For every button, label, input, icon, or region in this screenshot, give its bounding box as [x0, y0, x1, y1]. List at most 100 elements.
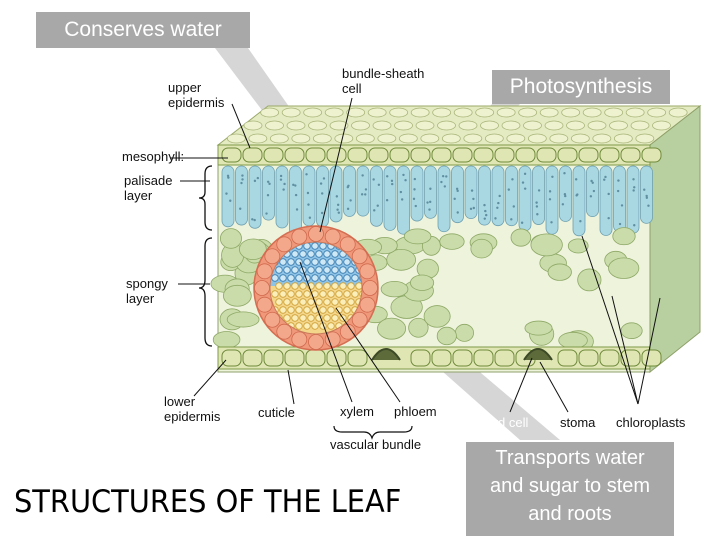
phloem-cell: [307, 298, 315, 306]
phloem-cell: [327, 322, 335, 330]
top-cell: [527, 133, 547, 144]
phloem-cell: [279, 306, 287, 314]
label-palisade: palisade: [124, 173, 173, 188]
phloem-cell: [323, 314, 331, 322]
spongy-cell: [377, 317, 407, 340]
palisade-cell: [464, 165, 478, 220]
leaf-side-face: [649, 104, 701, 374]
spongy-cell: [408, 317, 429, 338]
palisade-chloroplast: [440, 180, 443, 184]
phloem-cell: [327, 306, 335, 314]
label-bundle-sheath-cell: cell: [342, 81, 362, 96]
upper-epidermis-cell: [620, 147, 641, 163]
upper-epidermis-cell: [263, 147, 284, 163]
upper-epidermis-cells: [221, 147, 662, 163]
upper-epidermis-cell: [452, 147, 473, 163]
label-lower: lower: [164, 394, 196, 409]
palisade-chloroplast: [574, 178, 578, 181]
lower-epidermis-cell: [221, 349, 242, 367]
lower-epidermis-cells: [221, 349, 662, 367]
spongy-cell: [223, 284, 252, 307]
sheath-cell: [256, 296, 273, 313]
upper-epidermis-cell: [578, 147, 599, 163]
xylem-cell: [287, 274, 295, 282]
palisade-chloroplast: [618, 222, 622, 226]
xylem-cell: [335, 274, 343, 282]
label-vascular-bundle: vascular bundle: [330, 437, 422, 452]
label-stoma: stoma: [560, 415, 596, 430]
xylem-cell: [323, 250, 331, 258]
xylem-cell: [339, 266, 347, 274]
sheath-cell: [291, 331, 308, 348]
palisade-cell: [397, 165, 410, 235]
top-cell: [630, 120, 650, 131]
palisade-chloroplast: [551, 175, 554, 178]
xylem-cell: [315, 250, 323, 258]
top-cell: [269, 133, 289, 144]
spongy-cell: [547, 263, 572, 281]
upper-epidermis-cell: [368, 147, 389, 163]
palisade-chloroplast: [377, 183, 381, 186]
phloem-cell: [351, 290, 359, 298]
palisade-chloroplast: [265, 212, 268, 215]
phloem-cell: [303, 322, 311, 330]
palisade-chloroplast: [266, 194, 270, 197]
palisade-chloroplast: [335, 195, 339, 198]
upper-epidermis-cell: [536, 147, 557, 163]
palisade-cell: [613, 165, 626, 233]
palisade-chloroplast: [241, 178, 244, 181]
top-cell: [668, 107, 688, 118]
palisade-chloroplast: [364, 188, 368, 191]
palisade-chloroplast: [616, 189, 620, 193]
palisade-chloroplast: [294, 193, 298, 197]
xylem-cell: [307, 250, 315, 258]
sheath-cell: [276, 236, 293, 253]
callout-photosynthesis: Photosynthesis: [492, 70, 670, 104]
label-mesophyll: mesophyll:: [122, 149, 185, 164]
palisade-cell: [356, 165, 370, 217]
lower-epidermis-cell: [263, 349, 284, 367]
palisade-cell: [316, 165, 329, 228]
palisade-chloroplast: [306, 191, 310, 195]
phloem-cell: [355, 282, 362, 290]
label-guard-cell: guard cell: [472, 415, 529, 430]
top-cell: [346, 107, 366, 118]
palisade-chloroplast: [494, 217, 497, 220]
top-cell: [453, 107, 473, 118]
palisade-chloroplast: [225, 192, 228, 195]
palisade-chloroplast: [511, 178, 514, 181]
xylem-cell: [319, 258, 327, 266]
phloem-cell: [311, 322, 319, 330]
label-upper-epidermis: epidermis: [168, 95, 225, 110]
lower-epidermis-cell: [473, 349, 494, 367]
lower-epidermis-cell: [347, 349, 368, 367]
top-cell: [635, 133, 655, 144]
top-cell: [480, 120, 499, 131]
top-cell: [613, 133, 633, 144]
xylem-cell: [335, 258, 343, 266]
palisade-chloroplast: [391, 182, 394, 186]
phloem-cell: [291, 282, 299, 290]
palisade-chloroplast: [253, 218, 256, 222]
palisade-chloroplast: [414, 204, 417, 208]
palisade-cell: [275, 165, 289, 229]
palisade-chloroplast: [485, 213, 488, 217]
spongy-cell: [436, 326, 457, 346]
phloem-cell: [275, 298, 283, 306]
upper-epidermis-cell: [557, 147, 578, 163]
top-cell: [372, 120, 392, 131]
bundle-sheath-cells: [254, 226, 378, 350]
palisade-chloroplast: [591, 181, 594, 184]
sheath-cell: [351, 311, 368, 328]
palisade-chloroplast: [349, 199, 352, 202]
phloem-cell: [271, 290, 279, 298]
spongy-cell: [608, 257, 640, 279]
spongy-cell: [577, 268, 602, 292]
spongy-cell: [239, 238, 267, 260]
phloem-cell: [335, 290, 343, 298]
callout-conserves-water: Conserves water: [36, 12, 250, 48]
phloem-cell: [279, 290, 287, 298]
xylem-cell: [271, 274, 279, 282]
palisade-chloroplast: [592, 189, 596, 193]
palisade-chloroplast: [470, 189, 474, 192]
